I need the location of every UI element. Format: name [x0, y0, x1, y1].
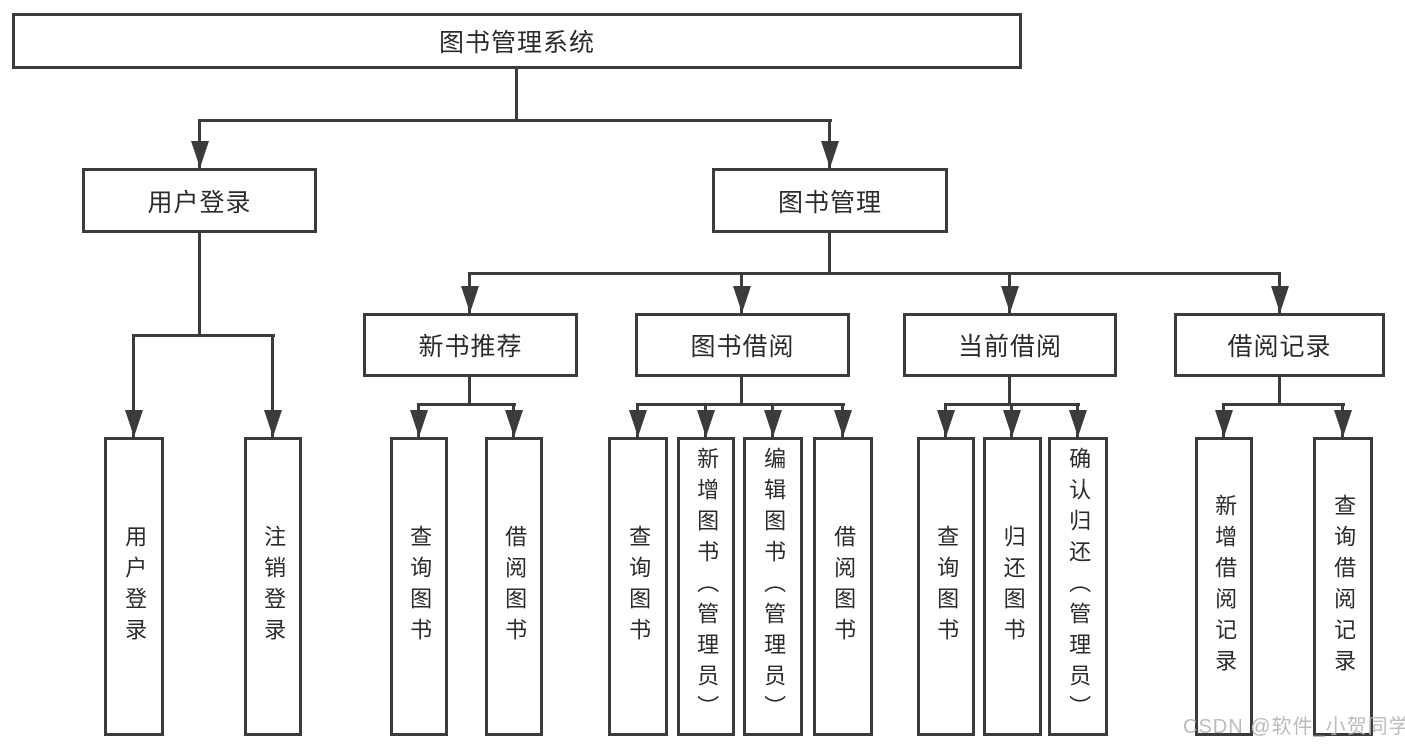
- connector-stem: [740, 377, 743, 406]
- leaf-confirm-return-admin: 确认归还（管理员）: [1048, 437, 1108, 736]
- node-label: 新增借阅记录: [1212, 493, 1238, 680]
- arrow-down-icon: [629, 410, 647, 437]
- arrow-down-icon: [461, 286, 479, 313]
- leaf-borrow-books: 借阅图书: [813, 437, 873, 736]
- arrow-down-icon: [125, 410, 143, 437]
- node-label: 借阅记录: [1227, 333, 1332, 361]
- connector-book-mgmt-stem: [828, 233, 831, 275]
- arrow-down-icon: [733, 286, 751, 313]
- node-label: 用户登录: [147, 188, 252, 217]
- arrow-down-icon: [1001, 286, 1019, 313]
- node-label: 归还图书: [1000, 524, 1026, 649]
- leaf-user-login: 用户登录: [104, 437, 164, 736]
- connector-stem: [468, 377, 471, 406]
- arrow-down-icon: [764, 410, 782, 437]
- node-label: 借阅图书: [502, 524, 528, 649]
- connector-branch: [637, 403, 845, 406]
- connector-line: [271, 334, 274, 437]
- csdn-watermark: CSDN @软件_小贺同学: [1183, 716, 1405, 738]
- connector-level2-branch: [469, 272, 1281, 275]
- arrow-down-icon: [410, 410, 428, 437]
- node-label: 查询借阅记录: [1331, 493, 1357, 680]
- connector-branch: [1223, 403, 1345, 406]
- connector-stem: [1008, 377, 1011, 406]
- connector-branch: [133, 334, 275, 337]
- node-label: 借阅图书: [831, 524, 857, 649]
- arrow-down-icon: [1069, 410, 1087, 437]
- arrow-down-icon: [1271, 286, 1289, 313]
- node-user-login: 用户登录: [82, 168, 317, 233]
- arrow-down-icon: [697, 410, 715, 437]
- connector-root-stem: [515, 68, 518, 121]
- connector-level1-branch: [199, 119, 832, 122]
- node-book-management: 图书管理: [712, 168, 948, 233]
- node-label: 查询图书: [934, 524, 960, 649]
- node-label: 查询图书: [407, 524, 433, 649]
- node-label: 图书管理: [777, 188, 882, 217]
- connector-branch: [418, 403, 516, 406]
- node-current-borrowing: 当前借阅: [903, 313, 1117, 377]
- node-label: 当前借阅: [957, 333, 1062, 361]
- arrow-down-icon: [1215, 410, 1233, 437]
- node-label: 编辑图书（管理员）: [761, 447, 787, 726]
- node-label: 图书借阅: [690, 333, 795, 361]
- connector-user-login-stem: [198, 233, 201, 336]
- node-label: 新书推荐: [418, 333, 523, 361]
- leaf-query-books-recommend: 查询图书: [390, 437, 448, 736]
- leaf-logout: 注销登录: [244, 437, 302, 736]
- node-book-borrowing: 图书借阅: [635, 313, 850, 377]
- arrow-down-icon: [264, 410, 282, 437]
- node-borrowing-records: 借阅记录: [1174, 313, 1385, 377]
- arrow-down-icon: [937, 410, 955, 437]
- leaf-add-books-admin: 新增图书（管理员）: [677, 437, 735, 736]
- arrow-down-icon: [1003, 410, 1021, 437]
- arrow-down-icon: [821, 141, 839, 168]
- node-label: 查询图书: [626, 524, 652, 649]
- node-label: 新增图书（管理员）: [694, 447, 720, 726]
- connector-stem: [1278, 377, 1281, 406]
- node-label: 图书管理系统: [438, 29, 595, 57]
- arrow-down-icon: [834, 410, 852, 437]
- connector-line: [132, 334, 135, 437]
- node-label: 确认归还（管理员）: [1066, 447, 1092, 726]
- arrow-down-icon: [191, 141, 209, 168]
- node-label: 用户登录: [122, 524, 148, 649]
- arrow-down-icon: [1334, 410, 1352, 437]
- node-root: 图书管理系统: [12, 13, 1022, 69]
- leaf-return-books: 归还图书: [983, 437, 1042, 736]
- leaf-query-books-current: 查询图书: [917, 437, 975, 736]
- node-new-book-recommend: 新书推荐: [363, 313, 578, 377]
- leaf-edit-books-admin: 编辑图书（管理员）: [743, 437, 803, 736]
- leaf-borrow-books-recommend: 借阅图书: [485, 437, 543, 736]
- arrow-down-icon: [505, 410, 523, 437]
- leaf-query-books-borrowing: 查询图书: [608, 437, 668, 736]
- node-label: 注销登录: [261, 524, 287, 649]
- leaf-query-borrow-record: 查询借阅记录: [1313, 437, 1373, 736]
- leaf-add-borrow-record: 新增借阅记录: [1195, 437, 1253, 736]
